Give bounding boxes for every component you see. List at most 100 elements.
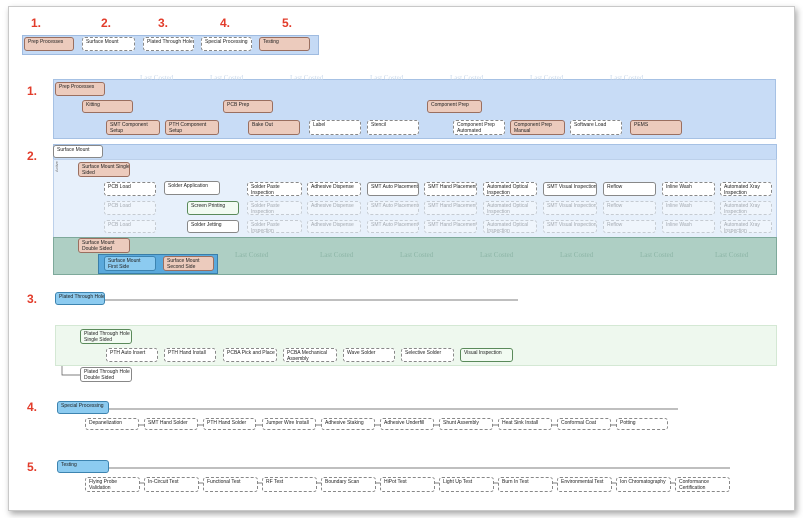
- smt-single-band: [53, 159, 777, 239]
- section-number-3: 3.: [27, 292, 38, 306]
- special-step-jumper-wire-install[interactable]: Jumper Wire Install: [262, 418, 316, 430]
- smt-step-auto-placement[interactable]: SMT Auto Placement: [367, 182, 419, 196]
- test-step-in-circuit-test[interactable]: In-Circuit Test: [144, 477, 199, 492]
- overview-number-1: 1.: [31, 16, 42, 30]
- smt-step-inline-wash[interactable]: Inline Wash: [662, 182, 715, 196]
- smt-step-reflow[interactable]: Reflow: [603, 182, 656, 196]
- smt-step-hand-placement[interactable]: SMT Hand Placement: [424, 182, 477, 196]
- smt-ghost-step: Adhesive Dispense: [307, 220, 361, 233]
- overview-prep-processes[interactable]: Prep Processes: [24, 37, 74, 51]
- pth-step-hand-install[interactable]: PTH Hand Install: [164, 348, 216, 362]
- smt-ghost-step: Inline Wash: [662, 201, 715, 215]
- overview-special-processing[interactable]: Special Processing: [201, 37, 252, 51]
- prep-step-bake-out[interactable]: Bake Out: [248, 120, 300, 135]
- prep-step-software-load[interactable]: Software Load: [570, 120, 622, 135]
- smt-step-adhesive-dispense[interactable]: Adhesive Dispense: [307, 182, 361, 196]
- section-number-2: 2.: [27, 149, 38, 163]
- smt-watermark-2: Last Costed: [320, 251, 354, 259]
- pth-step-auto-insert[interactable]: PTH Auto Insert: [106, 348, 158, 362]
- test-step-rf-test[interactable]: RF Test: [262, 477, 317, 492]
- test-step-burn-in-test[interactable]: Burn In Test: [498, 477, 553, 492]
- overview-number-3: 3.: [158, 16, 169, 30]
- smt-step-pcb-load[interactable]: PCB Load: [104, 182, 156, 196]
- test-step-functional-test[interactable]: Functional Test: [203, 477, 258, 492]
- pth-step-wave-solder[interactable]: Wave Solder: [343, 348, 395, 362]
- smt-ghost-step: SMT Visual Inspection: [543, 220, 597, 233]
- overview-number-5: 5.: [282, 16, 293, 30]
- overview-surface-mount[interactable]: Surface Mount: [82, 37, 135, 51]
- section-number-1: 1.: [27, 84, 38, 98]
- smt-watermark-1: Last Costed: [235, 251, 269, 259]
- smt-side-label: Active: [54, 161, 59, 172]
- section-number-4: 4.: [27, 400, 38, 414]
- test-step-environmental-test[interactable]: Environmental Test: [557, 477, 612, 492]
- smt-watermark-7: Last Costed: [715, 251, 749, 259]
- special-step-heat-sink-install[interactable]: Heat Sink Install: [498, 418, 552, 430]
- smt-ghost-step: SMT Auto Placement: [367, 201, 419, 215]
- component-prep-node[interactable]: Component Prep: [427, 100, 482, 113]
- section-number-5: 5.: [27, 460, 38, 474]
- prep-watermark-1: Last Costed: [140, 74, 174, 82]
- prep-processes-node[interactable]: Prep Processes: [55, 82, 105, 96]
- solder-application-node[interactable]: Solder Application: [164, 181, 220, 195]
- special-step-pth-hand-solder[interactable]: PTH Hand Solder: [203, 418, 256, 430]
- test-step-light-up-test[interactable]: Light Up Test: [439, 477, 494, 492]
- prep-step-stencil[interactable]: Stencil: [367, 120, 419, 135]
- solder-jetting-node[interactable]: Solder Jetting: [187, 220, 239, 233]
- prep-watermark-3: Last Costed: [290, 74, 324, 82]
- smt-ghost-step: Reflow: [603, 220, 656, 233]
- special-processing-node[interactable]: Special Processing: [57, 401, 109, 414]
- pth-step-pcba-pick-and-place[interactable]: PCBA Pick and Place: [223, 348, 277, 362]
- overview-plated-through-hole[interactable]: Plated Through Hole: [143, 37, 194, 51]
- test-step-ion-chromatography[interactable]: Ion Chromatography: [616, 477, 671, 492]
- smt-ghost-step: SMT Visual Inspection: [543, 201, 597, 215]
- plated-through-hole-node[interactable]: Plated Through Hole: [55, 292, 105, 305]
- kitting-node[interactable]: Kitting: [82, 100, 133, 113]
- special-step-adhesive-staking[interactable]: Adhesive Staking: [321, 418, 375, 430]
- pth-step-selective-solder[interactable]: Selective Solder: [401, 348, 454, 362]
- special-step-shunt-assembly[interactable]: Shunt Assembly: [439, 418, 493, 430]
- surface-mount-node[interactable]: Surface Mount: [53, 145, 103, 158]
- prep-step-pems[interactable]: PEMS: [630, 120, 682, 135]
- pcb-prep-node[interactable]: PCB Prep: [223, 100, 273, 113]
- test-step-hipot-test[interactable]: HiPot Test: [380, 477, 435, 492]
- special-step-depanelization[interactable]: Depanelization: [85, 418, 139, 430]
- test-step-boundary-scan[interactable]: Boundary Scan: [321, 477, 376, 492]
- smt-ghost-step: SMT Hand Placement: [424, 220, 477, 233]
- special-step-smt-hand-solder[interactable]: SMT Hand Solder: [144, 418, 198, 430]
- testing-node[interactable]: Testing: [57, 460, 109, 473]
- prep-watermark-6: Last Costed: [530, 74, 564, 82]
- overview-testing[interactable]: Testing: [259, 37, 310, 51]
- smt-watermark-4: Last Costed: [480, 251, 514, 259]
- smt-watermark-3: Last Costed: [400, 251, 434, 259]
- special-step-potting[interactable]: Potting: [616, 418, 668, 430]
- prep-step-label[interactable]: Label: [309, 120, 361, 135]
- smt-ghost-step: Inline Wash: [662, 220, 715, 233]
- pth-step-visual-inspection[interactable]: Visual Inspection: [460, 348, 513, 362]
- smt-step-visual-inspection[interactable]: SMT Visual Inspection: [543, 182, 597, 196]
- special-step-adhesive-underfill[interactable]: Adhesive Underfill: [380, 418, 434, 430]
- screen-printing-node[interactable]: Screen Printing: [187, 201, 239, 215]
- special-step-conformal-coat[interactable]: Conformal Coat: [557, 418, 611, 430]
- smt-ghost-step: SMT Hand Placement: [424, 201, 477, 215]
